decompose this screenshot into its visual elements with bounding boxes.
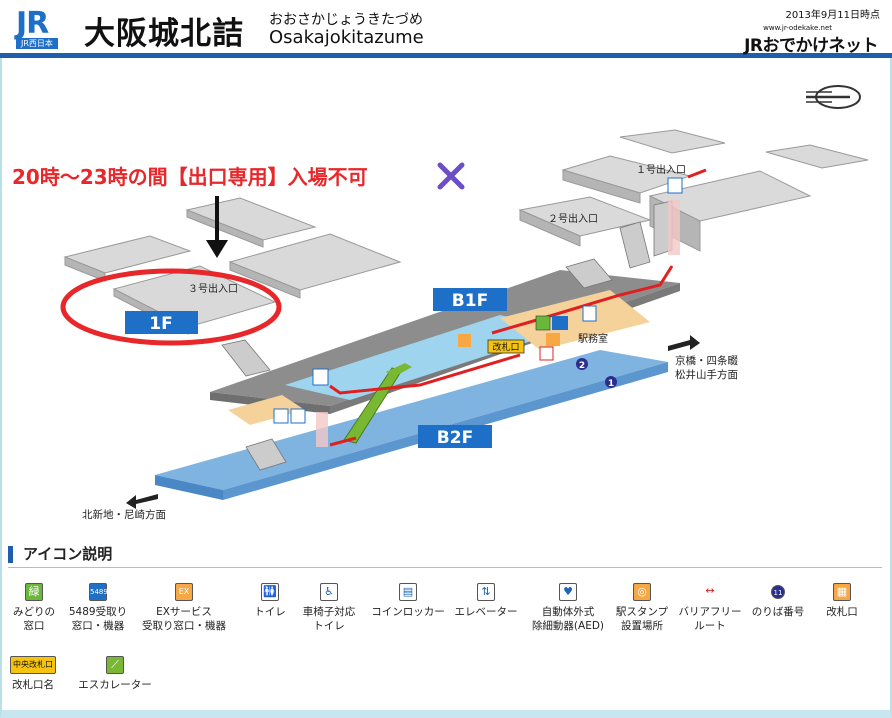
legend-label: みどりの 窓口 xyxy=(13,606,55,632)
legend-label: 5489受取り 窓口・機器 xyxy=(68,606,128,632)
site-logo[interactable]: JRおでかけネット xyxy=(744,36,878,56)
legend-divider xyxy=(8,567,882,568)
compass-icon xyxy=(806,85,861,109)
station-name: 大阪城北詰 xyxy=(84,16,244,52)
toilet-icon: 🚻 xyxy=(261,583,279,601)
legend-item-midori: 緑みどりの 窓口 xyxy=(8,583,60,633)
site-url[interactable]: www.jr-odekake.net xyxy=(763,24,832,32)
floor-label-b1f: B1F xyxy=(433,288,507,311)
station-kana: おおさかじょうきたづめ xyxy=(269,12,423,28)
elevator-shaft xyxy=(316,200,680,447)
station-office-label: 駅務室 xyxy=(578,332,608,345)
notice-text: 20時〜23時の間【出口専用】入場不可 xyxy=(12,165,368,189)
legend-item-ex: EX EXサービス 受取り窓口・機器 xyxy=(138,583,230,633)
header: JR JR西日本 大阪城北詰 おおさかじょうきたづめ Osakajokitazu… xyxy=(0,0,892,58)
exit-2-label[interactable]: ２号出入口 xyxy=(548,212,598,225)
legend-item-escalator: ⟋ エスカレーター xyxy=(72,656,158,692)
exit-1-label[interactable]: １号出入口 xyxy=(636,163,686,176)
legend-item-track: 11 のりば番号 xyxy=(750,583,806,619)
track-number-1: 1 xyxy=(605,376,617,389)
legend-item-gatename: 中央改札口改札口名 xyxy=(8,656,58,692)
legend-item-locker: ▤ コインロッカー xyxy=(368,583,448,619)
track-number-icon: 11 xyxy=(771,585,785,599)
legend-label: 改札口 xyxy=(826,606,858,618)
date-stamp: 2013年9月11日時点 xyxy=(785,10,880,21)
station-stamp-icon xyxy=(458,334,471,347)
elevator-icon xyxy=(312,368,329,386)
ex-service-icon xyxy=(546,333,560,346)
legend-label: コインロッカー xyxy=(371,606,445,618)
midori-window-icon xyxy=(535,315,551,331)
floor-label-1f: 1F xyxy=(125,311,198,334)
station-stamp-icon: ◎ xyxy=(633,583,651,601)
direction-arrow-east xyxy=(668,335,700,351)
legend-label: のりば番号 xyxy=(751,606,805,618)
exit-3-label[interactable]: ３号出入口 xyxy=(188,282,238,295)
map-icons xyxy=(273,177,683,424)
svg-text:改札口: 改札口 xyxy=(492,341,519,353)
svg-text:1F: 1F xyxy=(149,314,172,334)
legend-label: 自動体外式 除細動器(AED) xyxy=(531,606,605,632)
legend-label: エスカレーター xyxy=(78,679,152,691)
svg-text:B1F: B1F xyxy=(452,291,488,311)
legend-label: 改札口名 xyxy=(12,679,54,691)
track-number-2: 2 xyxy=(576,358,588,371)
svg-text:B2F: B2F xyxy=(437,428,473,448)
legend-item-5489: 5489 5489受取り 窓口・機器 xyxy=(62,583,134,633)
legend-heading: アイコン説明 xyxy=(8,546,112,563)
legend-item-wc: ♿ 車椅子対応 トイレ xyxy=(298,583,360,633)
ex-service-icon: EX xyxy=(175,583,193,601)
svg-text:1: 1 xyxy=(608,379,614,389)
barrier-free-route-icon: ↔ xyxy=(701,583,719,601)
legend-label: 車椅子対応 トイレ xyxy=(302,606,356,632)
station-roman: Osakajokitazume xyxy=(269,27,424,48)
svg-text:2: 2 xyxy=(579,361,585,371)
gate-name-icon: 中央改札口 xyxy=(10,656,56,674)
exit-blocks xyxy=(518,129,869,252)
logo-sub: JR西日本 xyxy=(16,38,58,49)
ticket-5489-icon: 5489 xyxy=(89,583,108,601)
coin-locker-icon xyxy=(582,305,597,322)
wheelchair-toilet-icon: ♿ xyxy=(320,583,338,601)
direction-east: 京橋・四条畷 松井山手方面 xyxy=(675,354,741,381)
escalator-icon: ⟋ xyxy=(106,656,124,674)
ticket-5489-icon xyxy=(552,316,568,330)
barrier-free-route xyxy=(329,168,707,447)
legend-item-stamp: ◎ 駅スタンプ 設置場所 xyxy=(612,583,672,633)
aed-icon: ♥ xyxy=(559,583,577,601)
ticket-gate-label: 改札口 xyxy=(487,339,525,354)
logo-text: JR xyxy=(16,6,49,41)
legend-label: EXサービス 受取り窓口・機器 xyxy=(142,606,226,632)
notice-arrow xyxy=(206,196,228,258)
coin-locker-icon: ▤ xyxy=(399,583,417,601)
toilet-icon xyxy=(273,408,289,424)
direction-west: 北新地・尼崎方面 xyxy=(82,508,166,521)
ground-blocks xyxy=(63,197,402,335)
legend-label: エレベーター xyxy=(454,606,518,618)
legend-label: バリアフリー ルート xyxy=(678,606,742,632)
aed-icon xyxy=(539,346,554,361)
stairs xyxy=(221,200,673,471)
legend-item-barrier: ↔ バリアフリー ルート xyxy=(678,583,742,633)
midori-window-icon: 緑 xyxy=(25,583,43,601)
wheelchair-toilet-icon xyxy=(290,408,306,424)
direction-arrow-west xyxy=(126,494,158,509)
legend-label: 駅スタンプ 設置場所 xyxy=(615,606,669,632)
station-map: 20時〜23時の間【出口専用】入場不可 1F B1F B2F ３号出入口 ２号出… xyxy=(12,85,869,521)
legend-item-aed: ♥ 自動体外式 除細動器(AED) xyxy=(524,583,612,633)
closed-icon xyxy=(437,162,465,190)
elevator-icon xyxy=(667,177,683,194)
elevator-icon: ⇅ xyxy=(477,583,495,601)
legend-item-gate: ▦ 改札口 xyxy=(816,583,868,619)
legend-item-toilet: 🚻 トイレ xyxy=(252,583,288,619)
jr-west-logo: JR JR西日本 xyxy=(10,6,72,52)
floor-label-b2f: B2F xyxy=(418,425,492,448)
legend-label: トイレ xyxy=(254,606,286,618)
exit-3-highlight xyxy=(60,268,282,346)
ticket-gate-icon: ▦ xyxy=(833,583,851,601)
legend-item-elevator: ⇅ エレベーター xyxy=(448,583,524,619)
